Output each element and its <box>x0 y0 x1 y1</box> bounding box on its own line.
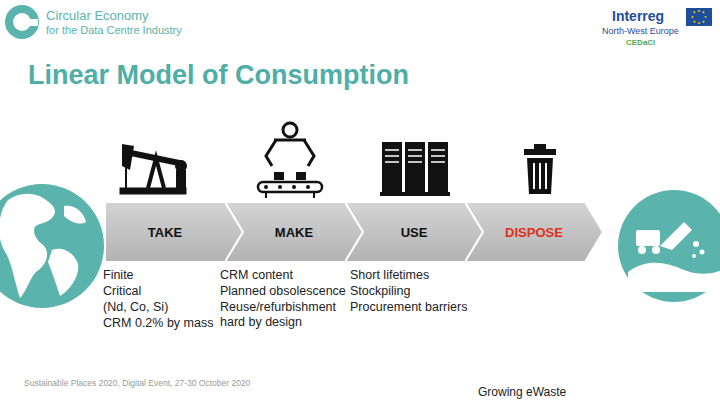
footer-note: Growing eWaste <box>478 385 566 399</box>
chevron-fill <box>225 202 363 262</box>
stage-note: CRM 0.2% by mass <box>103 316 213 331</box>
stage-note: Procurement barriers <box>350 300 467 315</box>
stage-chevron: USE <box>345 202 483 262</box>
logo-mark <box>9 9 38 35</box>
stage-note: Reuse/refurbishment hard by design <box>220 300 348 330</box>
stage-chevron: DISPOSE <box>465 202 603 262</box>
funder-logo-text: Interreg <box>612 8 664 25</box>
project-logo-text: CEDaCI <box>626 38 655 48</box>
stage-label: USE <box>401 225 428 240</box>
footer-note: Sustainable Places 2020, Digital Event, … <box>24 378 250 388</box>
logo-text: for the Data Centre Industry <box>46 24 182 37</box>
chevron-fill <box>345 202 483 262</box>
stage-note: Short lifetimes <box>350 268 429 283</box>
landfill-circle <box>618 190 720 302</box>
slide-title: Linear Model of Consumption <box>28 60 409 91</box>
stage-note: Stockpiling <box>350 284 410 299</box>
assembly-line-icon <box>258 123 322 198</box>
stage-note: Planned obsolescence <box>220 284 346 299</box>
stage-note: Critical <box>103 284 141 299</box>
eu-flag <box>686 8 712 26</box>
stage-note: CRM content <box>220 268 293 283</box>
server-rack-icon <box>380 142 450 196</box>
oil-pump-icon <box>120 144 187 194</box>
globe <box>0 184 104 308</box>
stage-note: (Nd, Co, Si) <box>103 300 168 315</box>
stage-chevron: TAKE <box>105 202 243 262</box>
funder-logo-text: North-West Europe <box>602 26 679 37</box>
trash-bin-icon <box>524 144 556 194</box>
stage-chevron: MAKE <box>225 202 363 262</box>
logo-text: Circular Economy <box>46 8 149 24</box>
chevron-fill <box>465 202 603 262</box>
stage-label: TAKE <box>148 225 182 240</box>
chevron-fill <box>105 202 243 262</box>
stage-label: DISPOSE <box>505 225 563 240</box>
stage-label: MAKE <box>275 225 313 240</box>
stage-note: Finite <box>103 268 134 283</box>
